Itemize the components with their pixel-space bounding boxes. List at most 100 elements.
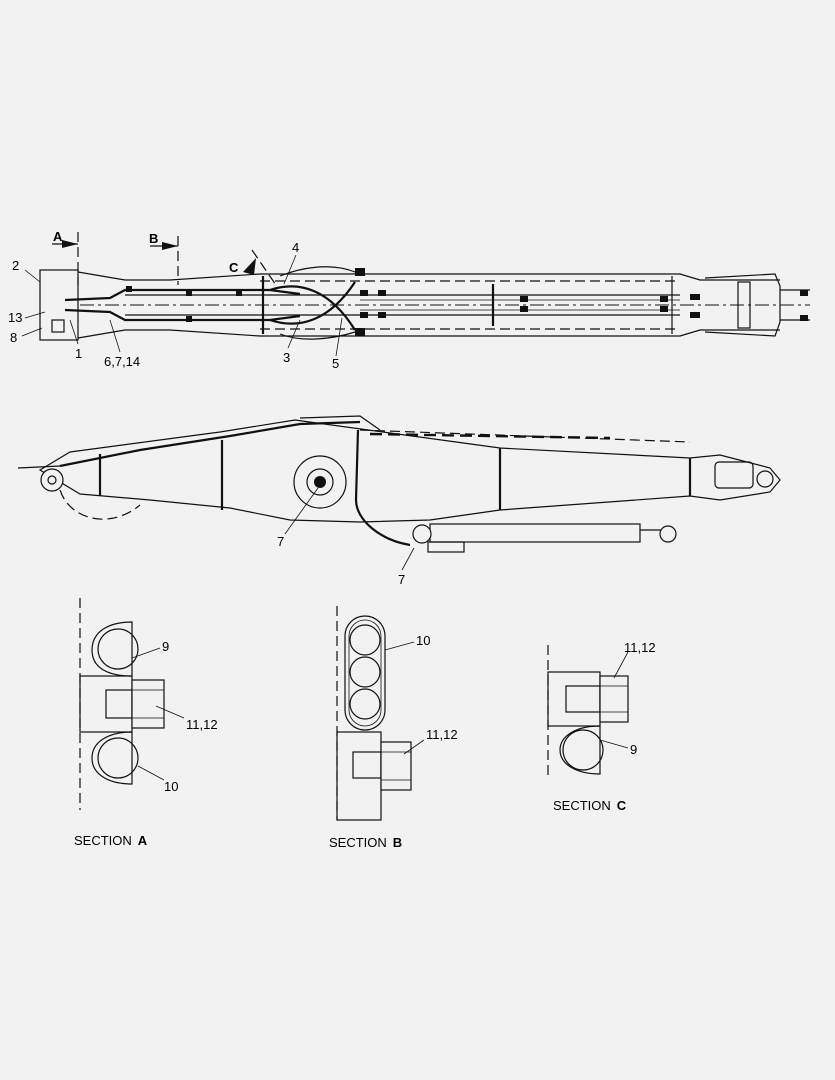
callout-1: 1 bbox=[75, 346, 82, 361]
leader-3 bbox=[287, 319, 301, 349]
section-c-title-letter: C bbox=[617, 798, 627, 813]
section-a-leader-11-12 bbox=[155, 705, 185, 719]
section-a-clamp-upper bbox=[91, 621, 133, 677]
section-b-hose-1 bbox=[349, 624, 381, 656]
section-b-bolt-shank bbox=[352, 751, 382, 779]
section-a-bolt-head bbox=[131, 679, 165, 729]
section-b-arrow-head bbox=[162, 242, 178, 250]
section-c-leader-11-12 bbox=[613, 651, 629, 679]
fitting bbox=[355, 328, 365, 336]
top-hose bbox=[59, 420, 361, 468]
fitting bbox=[520, 296, 528, 302]
section-b-clamp bbox=[344, 615, 386, 731]
clamp bbox=[126, 286, 132, 292]
section-a-leader-9 bbox=[131, 647, 161, 659]
leader-7-lower bbox=[401, 547, 415, 571]
section-a-view bbox=[79, 598, 185, 810]
hose-curve-top bbox=[279, 266, 356, 277]
section-c-bolt-head bbox=[599, 675, 629, 723]
section-a-callout-9: 9 bbox=[162, 639, 169, 654]
section-c-clamp bbox=[559, 725, 601, 775]
fitting bbox=[660, 306, 668, 312]
section-b-hose-3 bbox=[349, 688, 381, 720]
tail-hoses bbox=[780, 289, 810, 321]
boom-nose bbox=[704, 273, 781, 337]
section-b-view bbox=[336, 606, 425, 821]
callout-3: 3 bbox=[283, 350, 290, 365]
callout-6-7-14: 6,7,14 bbox=[104, 354, 140, 369]
hose-line-lower bbox=[64, 308, 301, 322]
section-b-plate bbox=[336, 731, 382, 821]
cylinder-boss-inner bbox=[306, 468, 334, 496]
section-marker-a: A bbox=[53, 229, 63, 244]
section-c-bolt-head-lines bbox=[600, 685, 628, 713]
section-c-hose bbox=[562, 729, 604, 771]
section-c-callout-11-12: 11,12 bbox=[624, 640, 656, 655]
leader-13 bbox=[24, 311, 46, 319]
hose-curve-5 bbox=[269, 285, 356, 331]
boom-side-outline bbox=[38, 419, 781, 523]
section-b-clamp-inner bbox=[348, 619, 382, 727]
section-c-plate bbox=[547, 671, 601, 727]
section-b-hose-2 bbox=[349, 656, 381, 688]
callout-2: 2 bbox=[12, 258, 19, 273]
section-marker-c: C bbox=[229, 260, 239, 275]
section-b-callout-11-12: 11,12 bbox=[426, 727, 458, 742]
hose-to-arm-cylinder bbox=[354, 429, 411, 547]
fitting bbox=[800, 290, 808, 296]
section-c-leader-9 bbox=[599, 739, 629, 749]
section-c-bolt-shank bbox=[565, 685, 601, 713]
section-b-bolt-head bbox=[380, 741, 412, 791]
section-b-bolt-head-lines bbox=[381, 751, 411, 781]
section-marker-b: B bbox=[149, 231, 158, 246]
section-c-arrow-head bbox=[243, 258, 256, 275]
callout-4: 4 bbox=[292, 240, 299, 255]
fitting bbox=[800, 315, 808, 321]
fitting bbox=[690, 312, 700, 318]
fitting bbox=[660, 296, 668, 302]
section-b-leader-11-12 bbox=[403, 739, 425, 755]
callout-13: 13 bbox=[8, 310, 22, 325]
section-b-callout-10: 10 bbox=[416, 633, 430, 648]
boom-bottom-edge bbox=[77, 329, 780, 339]
section-b-title-prefix: SECTION bbox=[329, 835, 387, 850]
left-bracket-block bbox=[39, 269, 79, 341]
foot-hidden-arc bbox=[59, 489, 141, 520]
callout-7-lower: 7 bbox=[398, 572, 405, 587]
nose-pin-block bbox=[737, 281, 751, 329]
nose-boss bbox=[714, 461, 754, 489]
leader-4 bbox=[283, 254, 297, 285]
cylinder-valve-block bbox=[427, 541, 465, 553]
left-bracket-pad bbox=[51, 319, 65, 333]
leader-1 bbox=[69, 319, 79, 345]
boom-foot-pin bbox=[40, 468, 64, 492]
leader-6-7-14 bbox=[109, 319, 121, 353]
cylinder-boss-pin bbox=[314, 476, 326, 488]
fitting bbox=[355, 268, 365, 276]
fitting bbox=[520, 306, 528, 312]
leader-8 bbox=[21, 327, 43, 337]
section-c-callout-9: 9 bbox=[630, 742, 637, 757]
leader-7-upper bbox=[284, 487, 319, 535]
fittings-group bbox=[126, 268, 808, 336]
boom-nose-pin bbox=[756, 470, 774, 488]
clamp bbox=[236, 290, 242, 296]
section-a-callout-10: 10 bbox=[164, 779, 178, 794]
hidden-hose bbox=[369, 432, 611, 440]
fitting bbox=[690, 294, 700, 300]
hose-curve-4 bbox=[269, 281, 356, 325]
foot-hose-end bbox=[17, 465, 61, 469]
section-a-hose-lower bbox=[97, 737, 139, 779]
section-b-leader-10 bbox=[384, 641, 415, 651]
callout-5: 5 bbox=[332, 356, 339, 371]
arm-cylinder-rod-eye bbox=[659, 525, 677, 543]
section-a-clamp-lower bbox=[91, 731, 133, 785]
hose-curve-bottom bbox=[279, 331, 356, 340]
callout-8: 8 bbox=[10, 330, 17, 345]
section-a-title-letter: A bbox=[138, 833, 148, 848]
arm-cylinder-head-eye bbox=[412, 524, 432, 544]
leader-2 bbox=[24, 269, 41, 283]
